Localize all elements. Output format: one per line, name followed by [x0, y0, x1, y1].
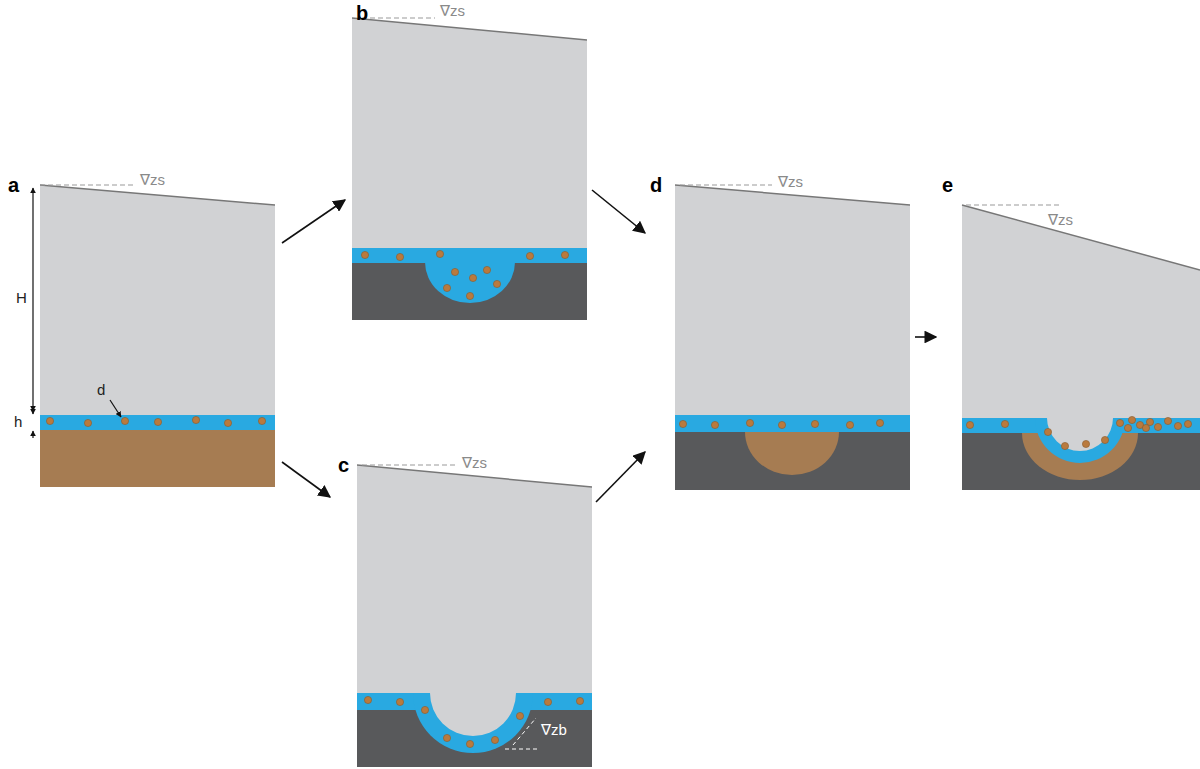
sediment-grain	[1061, 442, 1068, 449]
sediment-grain	[192, 416, 199, 423]
slope-label: ∇zs	[440, 3, 465, 20]
thickness-label: h	[14, 414, 22, 431]
sediment-grain	[1174, 422, 1181, 429]
flow-arrow	[596, 452, 645, 502]
sediment-grain	[544, 698, 551, 705]
sediment-grain	[876, 419, 883, 426]
grain-label: d	[97, 382, 105, 399]
sediment-grain	[1001, 420, 1008, 427]
sediment-grain	[1128, 416, 1135, 423]
sediment-grain	[421, 706, 428, 713]
sediment-grain	[396, 253, 403, 260]
sediment-grain	[1154, 423, 1161, 430]
panel-label: e	[942, 174, 953, 196]
sediment-grain	[516, 712, 523, 719]
sediment-grain	[154, 418, 161, 425]
sediment-grain	[361, 251, 368, 258]
panel-label: a	[8, 174, 19, 196]
sediment-grain	[443, 734, 450, 741]
sediment-grain	[966, 421, 973, 428]
flow-arrow	[915, 336, 936, 338]
sediment-grain	[561, 251, 568, 258]
sediment-grain	[1142, 424, 1149, 431]
sediment-grain	[466, 292, 473, 299]
panel-d-illustration	[675, 185, 910, 490]
panel-label: c	[338, 454, 349, 476]
panel-b-illustration	[352, 18, 587, 320]
panel-a-illustration	[33, 185, 275, 487]
sediment-grain	[451, 268, 458, 275]
sediment-grain	[1124, 424, 1131, 431]
panel: a ∇zsHh d	[2, 168, 282, 490]
sediment-grain	[46, 417, 53, 424]
sediment-grain	[364, 696, 371, 703]
slope-label: ∇zs	[1048, 212, 1073, 229]
sediment-grain	[469, 274, 476, 281]
sediment-grain	[746, 419, 753, 426]
panel-label: d	[650, 174, 662, 196]
sediment-grain	[436, 250, 443, 257]
sediment-grain	[1184, 420, 1191, 427]
slope-label: ∇zs	[140, 172, 165, 189]
sediment-grain	[258, 417, 265, 424]
panel-c-illustration	[357, 465, 592, 767]
panel: e ∇zs	[936, 168, 1200, 492]
thickness-label: H	[16, 290, 27, 307]
sediment-grain	[1044, 428, 1051, 435]
sediment-grain	[224, 419, 231, 426]
sediment-grain	[846, 421, 853, 428]
sediment-grain	[679, 420, 686, 427]
sediment-grain	[121, 417, 128, 424]
sediment-grain	[711, 421, 718, 428]
panel: c ∇zs ∇zb	[330, 450, 596, 768]
sediment-grain	[526, 252, 533, 259]
sediment-grain	[1116, 419, 1123, 426]
slope-label: ∇zb	[541, 722, 567, 739]
flow-arrow	[592, 190, 645, 233]
sediment-grain	[778, 421, 785, 428]
sediment-grain	[84, 419, 91, 426]
sediment-grain	[491, 736, 498, 743]
sediment-grains	[46, 250, 1191, 747]
sediment-grain	[1101, 436, 1108, 443]
flow-arrow	[282, 200, 345, 243]
sediment-grain	[1082, 440, 1089, 447]
panel: b ∇zs	[345, 0, 592, 322]
slope-label: ∇zs	[462, 455, 487, 472]
sediment-grain	[493, 280, 500, 287]
sediment-grain	[811, 420, 818, 427]
sediment-grain	[466, 740, 473, 747]
flow-arrow	[282, 462, 330, 497]
panel-label: b	[356, 2, 368, 24]
sediment-grain	[443, 284, 450, 291]
sediment-grain	[396, 698, 403, 705]
slope-label: ∇zs	[778, 174, 803, 191]
panel: d ∇zs	[645, 168, 915, 492]
sediment-grain	[576, 697, 583, 704]
sediment-grain	[1164, 417, 1171, 424]
panel-e-illustration	[962, 205, 1200, 490]
sediment-grain	[483, 266, 490, 273]
